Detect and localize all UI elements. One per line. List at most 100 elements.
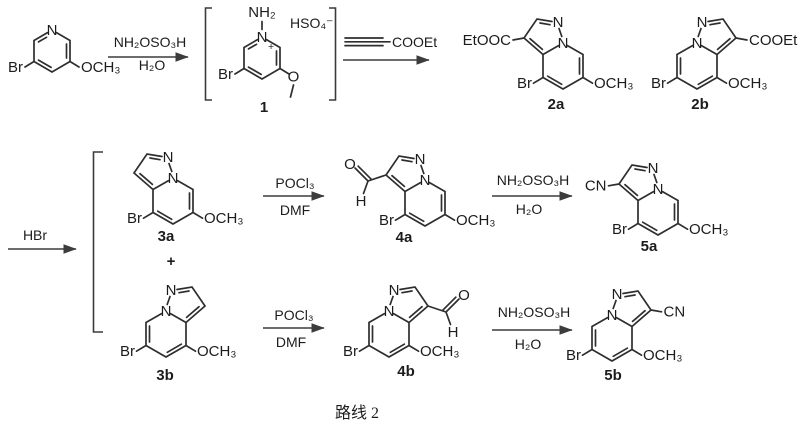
reagent-label-nh2oso3h: NH₂OSO₃H [497,172,570,188]
atom-label-n1: N [697,14,708,31]
bonds [24,31,80,73]
compound-label-2a: 2a [548,96,565,113]
atom-label-n-bridge: N [161,303,172,320]
compound-label-4b: 4b [397,363,415,380]
substituent-label-cn: CN [664,304,686,321]
substituent-label-och3: OCH₃ [594,75,633,92]
substituent-label-br: Br [120,343,135,360]
arrow-amination-1: NH₂OSO₃H H₂O [108,34,189,73]
bonds [234,20,295,98]
bonds [135,286,207,358]
substituent-label-cn: CN [585,178,607,195]
atom-label-n-bridge: N [607,307,618,324]
substituent-label-och3: OCH₃ [643,347,682,364]
structure-bromo-methoxypyridine: N Br OCH₃ [8,22,120,76]
scheme-caption: 路线 2 [335,404,379,422]
compound-label-5a: 5a [641,238,658,255]
reagent-label-pocl3: POCl₃ [274,307,313,323]
arrow-propiolate: COOEt [343,34,437,65]
aldehyde-label-o: O [458,287,470,304]
atom-label-n1: N [389,282,400,299]
substituent-label-br: Br [612,221,627,238]
substituent-label-och3: OCH₃ [197,343,236,360]
bonds [581,290,663,362]
substituent-label-br: Br [517,75,532,92]
arrow-cyanation-b: NH₂OSO₃H H₂O [492,304,573,352]
atom-label-n-bridge: N [558,35,569,52]
bonds [512,18,594,90]
bonds [607,164,689,236]
substituent-label-och3: OCH₃ [689,221,728,238]
substituent-label-och3: OCH₃ [728,75,767,92]
double-bonds [624,168,676,232]
atom-label-n1: N [612,286,623,303]
substituent-label-br: Br [8,59,23,76]
double-bonds [139,157,191,221]
substituent-label-cooet: COOEt [749,32,798,49]
double-bonds [371,290,460,354]
double-bonds [354,159,443,223]
structure-intermediate-1: N NH₂ + Br O HSO₄⁻ 1 [218,4,333,116]
atom-label-n1: N [415,151,426,168]
double-bonds [148,290,200,354]
atom-label-n1: N [163,149,174,166]
counterion-label-hso4: HSO₄⁻ [290,15,333,31]
compound-label-4a: 4a [396,229,413,246]
reagent-label-hbr: HBr [23,227,47,243]
arrow-cyanation-a: NH₂OSO₃H H₂O [492,172,573,217]
substituent-label-o: O [288,69,300,86]
compound-label-5b: 5b [604,367,622,384]
structure-3b: N N Br OCH₃ 3b [120,282,236,384]
atom-label-n-bridge: N [653,181,664,198]
reagent-label-h2o: H₂O [139,57,166,73]
substituent-label-br: Br [379,212,394,229]
aldehyde-label-o: O [344,156,356,173]
compound-label-3a: 3a [158,228,175,245]
double-bonds [529,22,581,86]
aldehyde-label-h: H [448,324,459,341]
bracket-right [329,7,337,101]
atom-label-n: N [257,29,268,46]
bracket-mixture [92,151,103,333]
atom-label-n-bridge: N [692,35,703,52]
reagent-label-nh2oso3h: NH₂OSO₃H [498,304,571,320]
arrow-formylation-b: POCl₃ DMF [263,307,325,350]
double-bonds [679,22,731,86]
alkyne-triple-bond [344,37,391,47]
structure-2b: N N COOEt Br OCH₃ 2b [651,14,798,113]
atom-label-n-bridge: N [420,172,431,189]
atom-label-n-bridge: N [168,170,179,187]
substituent-label-br: Br [651,75,666,92]
arrow-hbr: HBr [8,227,77,254]
structure-2a: N N EtOOC Br OCH₃ 2a [463,14,634,113]
substituent-label-och3: OCH₃ [420,343,459,360]
compound-label-3b: 3b [156,367,174,384]
substituent-label-nh2: NH₂ [248,4,276,21]
reagent-label-cooet: COOEt [392,34,437,50]
substituent-label-och3: OCH₃ [204,210,243,227]
reagent-label-dmf: DMF [280,202,310,218]
structure-5a: N N CN Br OCH₃ 5a [585,160,729,255]
substituent-label-br: Br [343,343,358,360]
reagent-label-dmf: DMF [276,334,306,350]
structure-5b: N N CN Br OCH₃ 5b [566,286,685,384]
bonds [132,153,204,225]
reagent-label-h2o: H₂O [516,201,543,217]
reagent-label-nh2oso3h: NH₂OSO₃H [114,34,187,50]
arrow-formylation-a: POCl₃ DMF [263,175,325,218]
substituent-label-br: Br [566,347,581,364]
substituent-label-och3: OCH₃ [81,59,120,76]
aldehyde-label-h: H [356,193,367,210]
structure-4b: N N O H Br OCH₃ 4b [343,282,470,380]
substituent-label-br: Br [218,66,233,83]
substituent-label-och3: OCH₃ [456,212,495,229]
atom-label-n1: N [553,14,564,31]
atom-label-n1: N [166,282,177,299]
bonds [362,155,456,227]
compound-label-1: 1 [260,99,268,116]
atom-label-n: N [47,22,58,39]
plus-sign: + [167,253,176,270]
substituent-label-br: Br [127,210,142,227]
